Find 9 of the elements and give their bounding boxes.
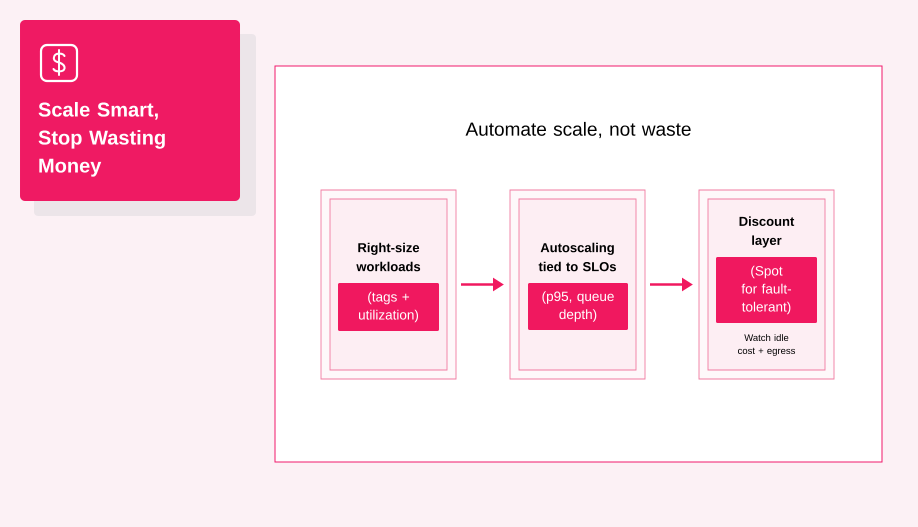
step-heading: Autoscaling tied to SLOs (538, 242, 616, 272)
detail-text: (p95, queue depth) (542, 291, 614, 322)
step-heading: Discount layer (740, 216, 794, 248)
step-heading: Right-size workloads (356, 242, 420, 272)
diagram-title: Automate scale, not waste (466, 122, 691, 138)
detail-text: (tags + utilization) (359, 292, 418, 322)
note-text: Watch idle cost + egress (738, 334, 796, 356)
detail-text: (Spot for fault-tolerant) (742, 266, 792, 314)
card-title: Scale Smart, Stop Wasting Money (38, 102, 165, 177)
